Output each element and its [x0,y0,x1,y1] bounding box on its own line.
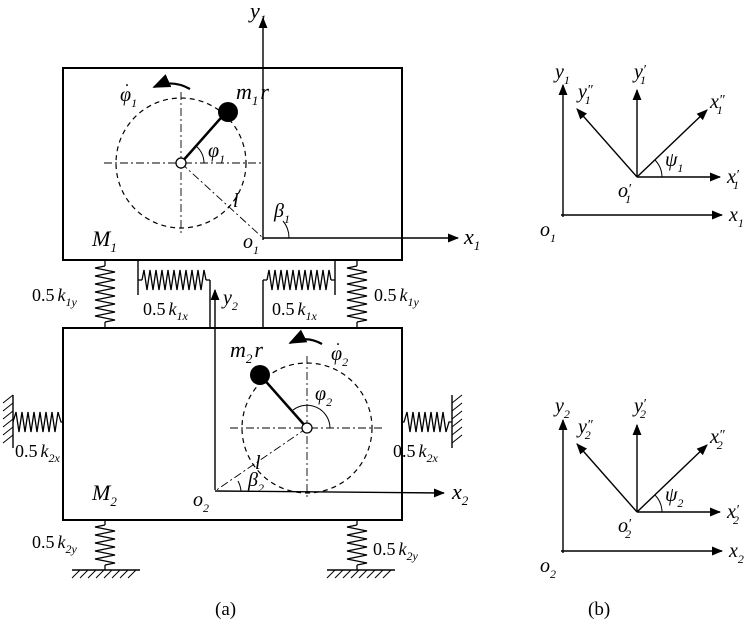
svg-text:o1: o1 [540,219,556,245]
rotor2-arm [260,375,308,429]
svg-text:x2: x2 [728,540,744,566]
svg-text:x′1: x′1 [726,166,740,192]
svg-text:x″1: x″1 [709,91,725,117]
rotor1-arm [180,110,228,164]
m1r-label: m1r [236,79,269,108]
svg-text:o′1: o′1 [618,180,632,206]
rotor1-phi-arc [195,145,205,164]
frame1: y1 y′1 y″1 x″1 ψ1 x′1 o′1 x1 o1 [540,61,744,245]
spring-k1y-right [346,260,368,328]
m2r-label: m2r [230,337,263,366]
caption-a: (a) [215,599,236,620]
svg-text:o2: o2 [540,555,556,581]
svg-text:x″2: x″2 [709,426,725,452]
rotor1-rotation-arrow [152,74,191,90]
x2-axis [214,488,446,498]
phidot1-label: φ1 [120,84,137,110]
spring-k2x-left [12,411,63,433]
frame2: y2 y′2 y″2 x″2 ψ2 x′2 o′2 x2 o2 [540,395,744,581]
rotor2-rotation-arrow [288,329,323,345]
rotor1-eccentric-mass [218,102,238,122]
rotor2-orbit [241,362,373,494]
mass2-label: M2 [91,480,117,509]
panel-b: y1 y′1 y″1 x″1 ψ1 x′1 o′1 x1 o1 y2 y′2 y… [540,61,744,620]
phidot2-label: φ2 [331,343,348,369]
svg-text:y′2: y′2 [632,395,647,421]
rotor2-l-line [214,427,308,492]
rotor1-l-line [180,162,264,239]
y2-label: y2 [221,287,238,313]
x1-label: x1 [463,224,480,253]
ground-left [71,569,140,579]
rotor2-center [301,422,313,434]
mass2-body [62,327,403,521]
spring-k2y-left [94,520,116,570]
svg-text:y1: y1 [553,61,570,87]
beta1-arc [282,220,290,239]
svg-text:y″2: y″2 [576,416,593,442]
rotor1-center [175,157,187,169]
spring-k1x-left [137,260,211,328]
beta2-arc [237,480,242,492]
phidot2-dot: . [336,332,340,349]
left-wall [2,394,14,448]
mass1-label: M1 [91,226,117,255]
o2-label: o2 [193,489,209,515]
spring-k1y-left [94,260,116,328]
y1-label: y1 [248,0,266,27]
mass1-body [62,67,403,261]
rotor2-eccentric-mass [250,365,270,385]
beta1-label: β1 [273,200,290,226]
beta2-label: β2 [247,469,264,495]
ground-right [326,569,395,579]
rotor2-phi-arc [292,404,331,429]
svg-text:y′1: y′1 [632,61,647,87]
svg-text:x′2: x′2 [726,501,740,527]
svg-text:x1: x1 [728,204,744,230]
svg-text:y2: y2 [553,395,570,421]
x2-label: x2 [451,479,469,508]
spring-k2y-right [346,520,368,570]
svg-text:ψ1: ψ1 [665,149,683,175]
l1-label: l [233,190,239,212]
spring-k1x-right [262,260,336,328]
caption-b: (b) [588,599,610,620]
svg-text:ψ2: ψ2 [665,484,683,510]
spring-k2x-right [402,411,452,433]
phi2-label: φ2 [315,383,332,409]
svg-text:o′2: o′2 [618,515,632,541]
phidot1-dot: . [125,73,129,90]
phi1-label: φ1 [208,140,225,166]
o1-label: o1 [243,231,259,257]
right-wall [451,394,463,448]
l2-label: l [255,452,261,474]
svg-text:y″1: y″1 [576,81,593,107]
